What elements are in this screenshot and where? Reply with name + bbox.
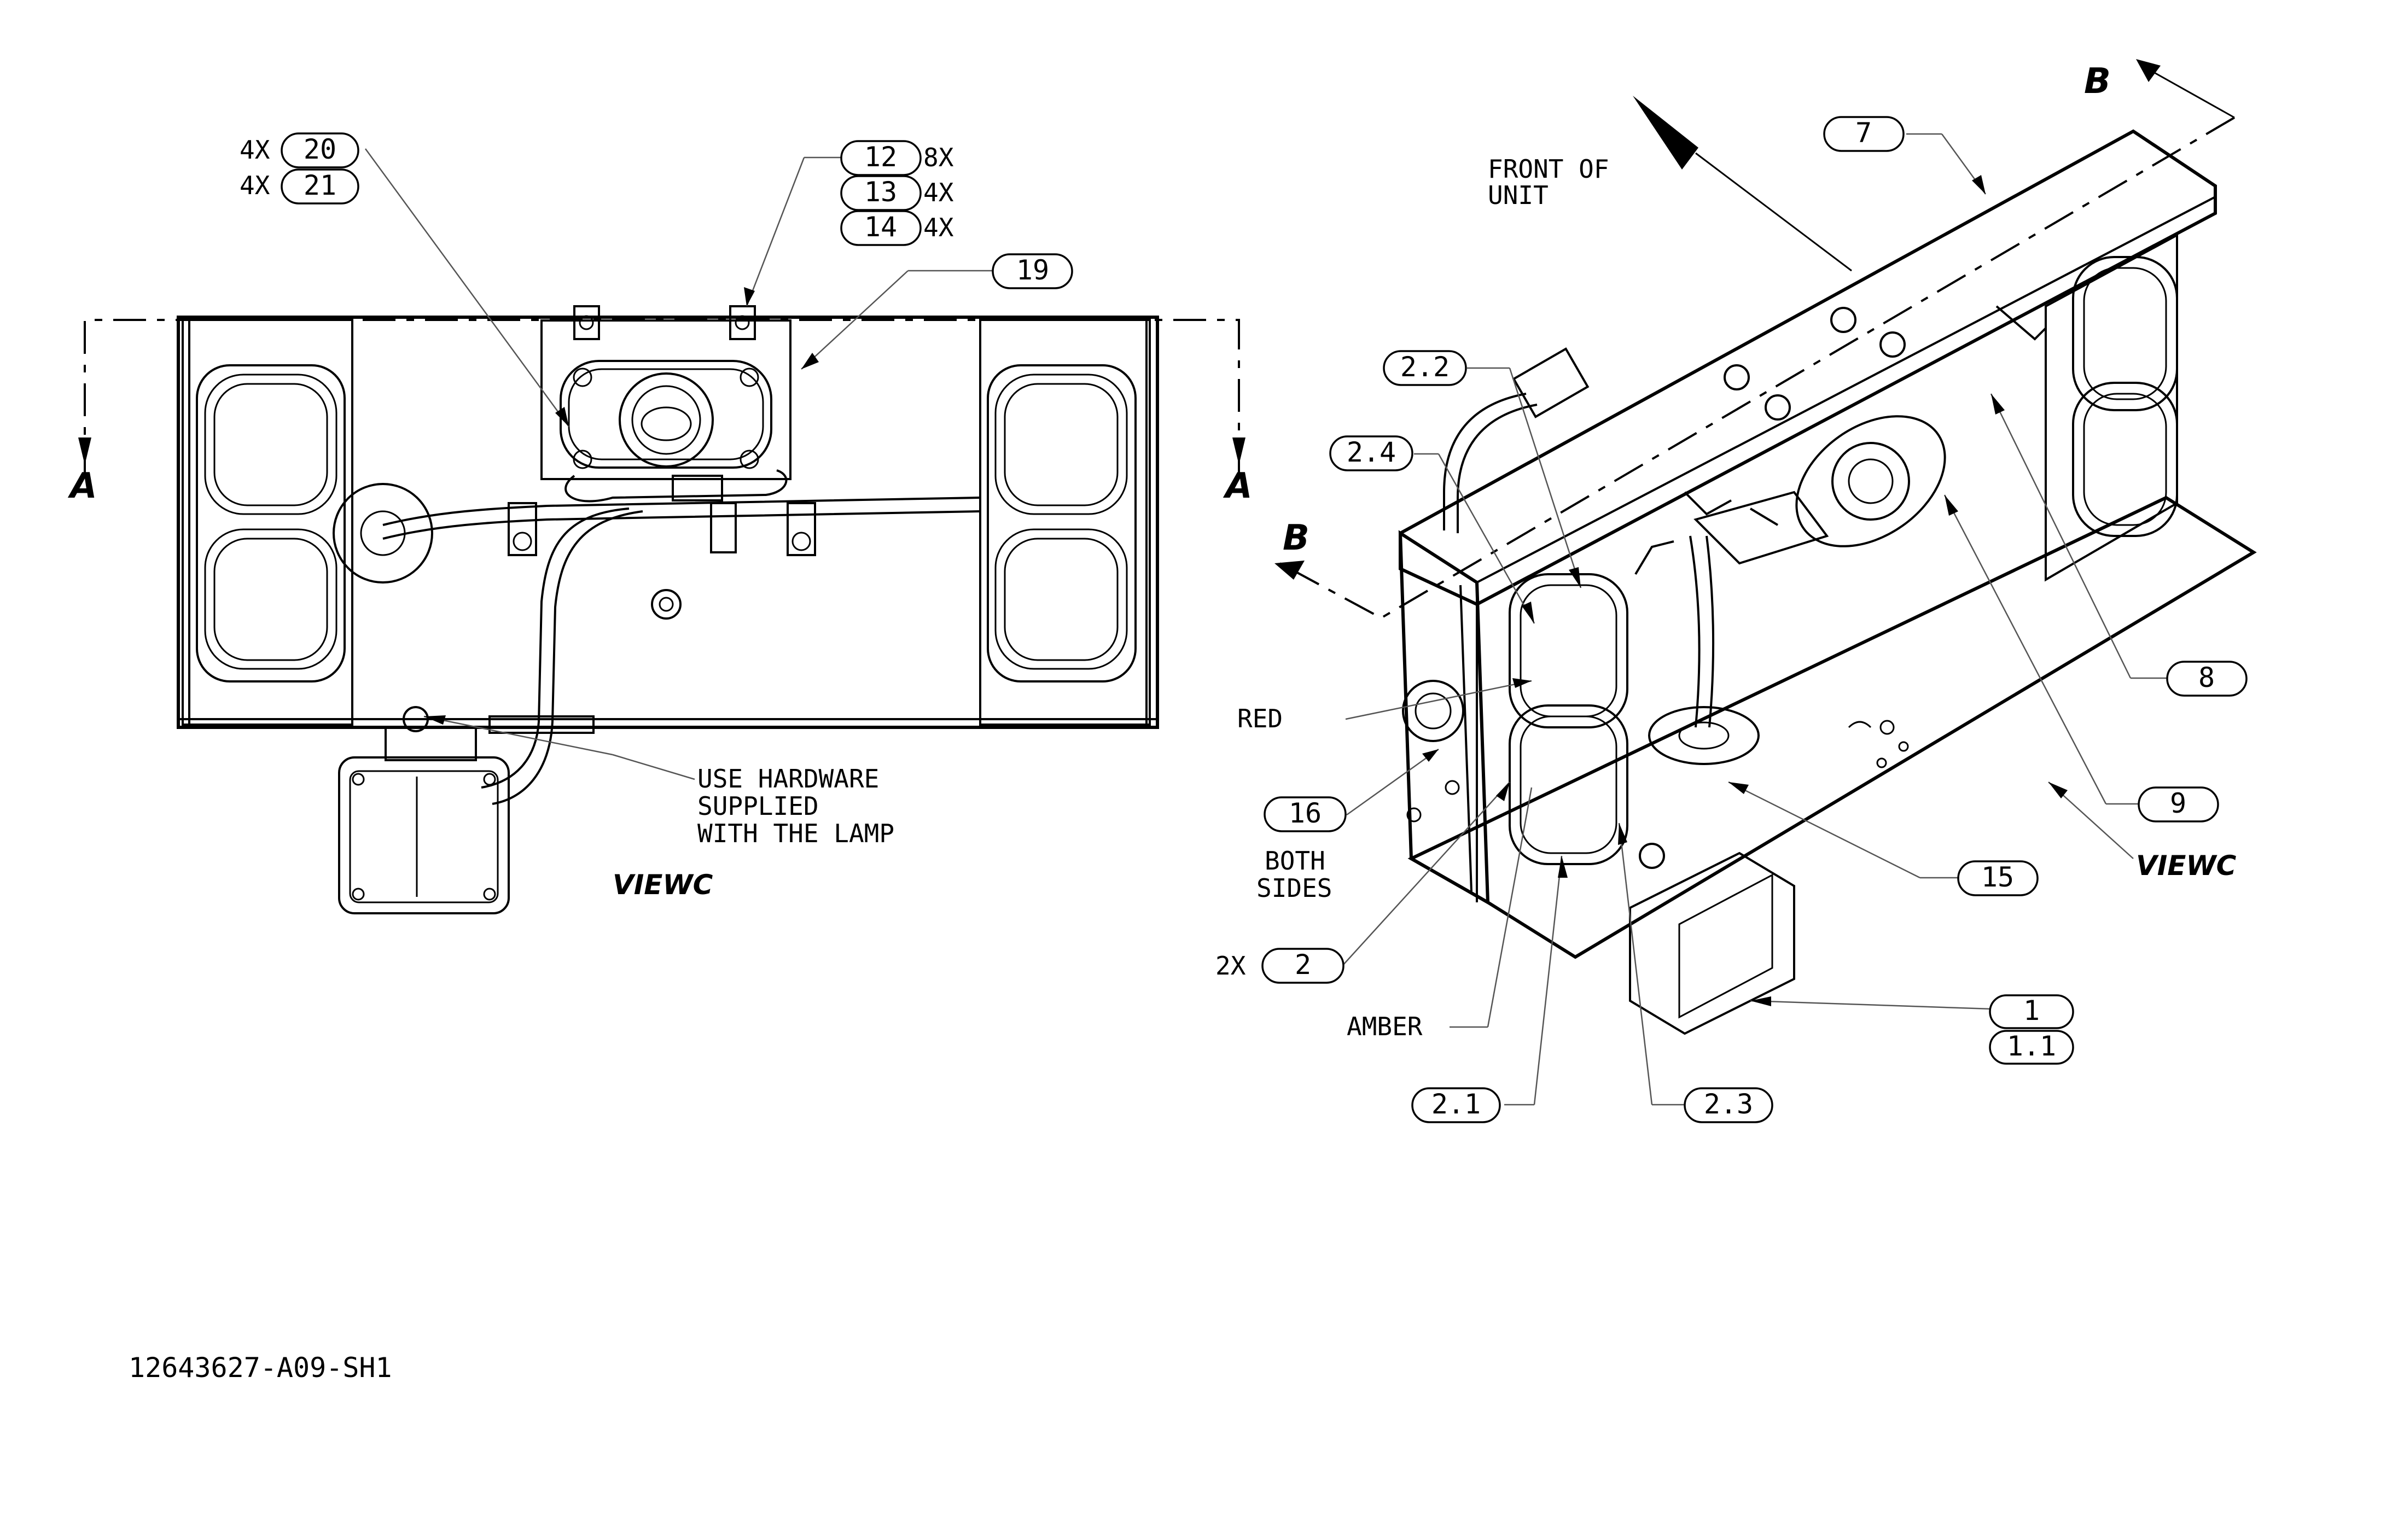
svg-text:1: 1 <box>2023 995 2040 1026</box>
svg-text:19: 19 <box>1016 254 1049 286</box>
section-b-left-marker: B <box>1283 518 1309 558</box>
svg-text:12: 12 <box>864 141 897 173</box>
left-wiring-harness <box>333 469 980 805</box>
left-tail-lamp <box>182 319 353 726</box>
svg-text:SUPPLIED: SUPPLIED <box>697 791 819 821</box>
svg-text:USE HARDWARE: USE HARDWARE <box>697 764 879 794</box>
section-a-line <box>78 319 1245 479</box>
balloon-2-1: 2.1 <box>1411 1087 1501 1123</box>
svg-text:1.1: 1.1 <box>2007 1030 2056 1062</box>
balloon-7: 7 <box>1823 116 1905 152</box>
balloon-13: 13 4X <box>840 175 954 211</box>
center-light-bracket <box>540 305 791 480</box>
red-lens-label: RED <box>1237 704 1283 733</box>
svg-text:SIDES: SIDES <box>1256 873 1332 903</box>
svg-text:2.4: 2.4 <box>1347 436 1396 468</box>
balloon-2-4: 2.4 <box>1329 435 1413 471</box>
svg-text:7: 7 <box>1855 117 1872 149</box>
balloon-9: 9 <box>2138 786 2219 822</box>
both-sides-note: BOTH SIDES <box>1256 846 1332 903</box>
section-b-top-marker: B <box>2084 61 2111 102</box>
right-tail-lamp <box>979 319 1151 726</box>
balloon-21: 4X 21 <box>240 168 359 205</box>
far-end-lamp <box>2045 233 2178 582</box>
balloon-20: 4X 20 <box>240 132 359 168</box>
bottom-plate <box>1407 495 2257 959</box>
left-base-plate <box>177 316 1159 729</box>
svg-text:15: 15 <box>1981 861 2014 893</box>
svg-text:8X: 8X <box>923 143 954 172</box>
balloon-16: 16 <box>1264 796 1347 832</box>
svg-text:2.2: 2.2 <box>1400 351 1450 383</box>
right-isometric-assembly <box>1274 59 2257 1106</box>
balloon-1: 1 <box>1989 994 2074 1029</box>
amber-lens-label: AMBER <box>1347 1012 1423 1041</box>
svg-text:FRONT OF: FRONT OF <box>1488 154 1609 184</box>
section-a-left-marker: A <box>67 466 97 506</box>
section-a-right-marker: A <box>1223 466 1253 506</box>
svg-text:2.3: 2.3 <box>1704 1088 1753 1120</box>
svg-text:WITH THE LAMP: WITH THE LAMP <box>697 819 894 848</box>
balloon-2-2: 2.2 <box>1383 350 1467 386</box>
svg-text:4X: 4X <box>923 178 954 207</box>
balloon-2: 2X 2 <box>1215 948 1344 984</box>
left-view-label: VIEWC <box>613 869 713 901</box>
drawing-number: 12643627-A09-SH1 <box>129 1352 392 1384</box>
svg-text:UNIT: UNIT <box>1488 180 1549 210</box>
front-of-unit-note: FRONT OF UNIT <box>1488 154 1609 210</box>
right-view-label: VIEWC <box>2136 850 2237 882</box>
svg-text:16: 16 <box>1289 797 1322 829</box>
svg-text:21: 21 <box>304 170 336 201</box>
svg-text:2: 2 <box>1295 949 1311 981</box>
svg-text:14: 14 <box>864 211 897 243</box>
svg-text:20: 20 <box>304 133 336 165</box>
balloon-14: 14 4X <box>840 210 954 246</box>
near-end-lamp <box>1509 573 1628 865</box>
svg-text:4X: 4X <box>923 213 954 242</box>
balloon-19: 19 <box>992 253 1073 289</box>
svg-text:13: 13 <box>864 176 897 208</box>
balloon-15: 15 <box>1957 860 2039 896</box>
hardware-note: USE HARDWARE SUPPLIED WITH THE LAMP <box>697 764 894 848</box>
svg-text:9: 9 <box>2170 788 2186 819</box>
balloon-2-3: 2.3 <box>1684 1087 1773 1123</box>
svg-text:2X: 2X <box>1215 951 1246 981</box>
balloon-1-1: 1.1 <box>1989 1030 2074 1065</box>
left-work-lamp <box>338 706 595 914</box>
svg-text:BOTH: BOTH <box>1265 846 1325 876</box>
svg-text:4X: 4X <box>240 135 270 165</box>
left-view-assembly <box>78 148 1245 914</box>
svg-text:8: 8 <box>2198 662 2215 693</box>
svg-text:2.1: 2.1 <box>1431 1088 1481 1120</box>
balloon-8: 8 <box>2166 661 2248 697</box>
balloon-12: 12 8X <box>840 140 954 176</box>
right-work-lamp <box>1629 843 1795 1035</box>
svg-text:4X: 4X <box>240 171 270 200</box>
